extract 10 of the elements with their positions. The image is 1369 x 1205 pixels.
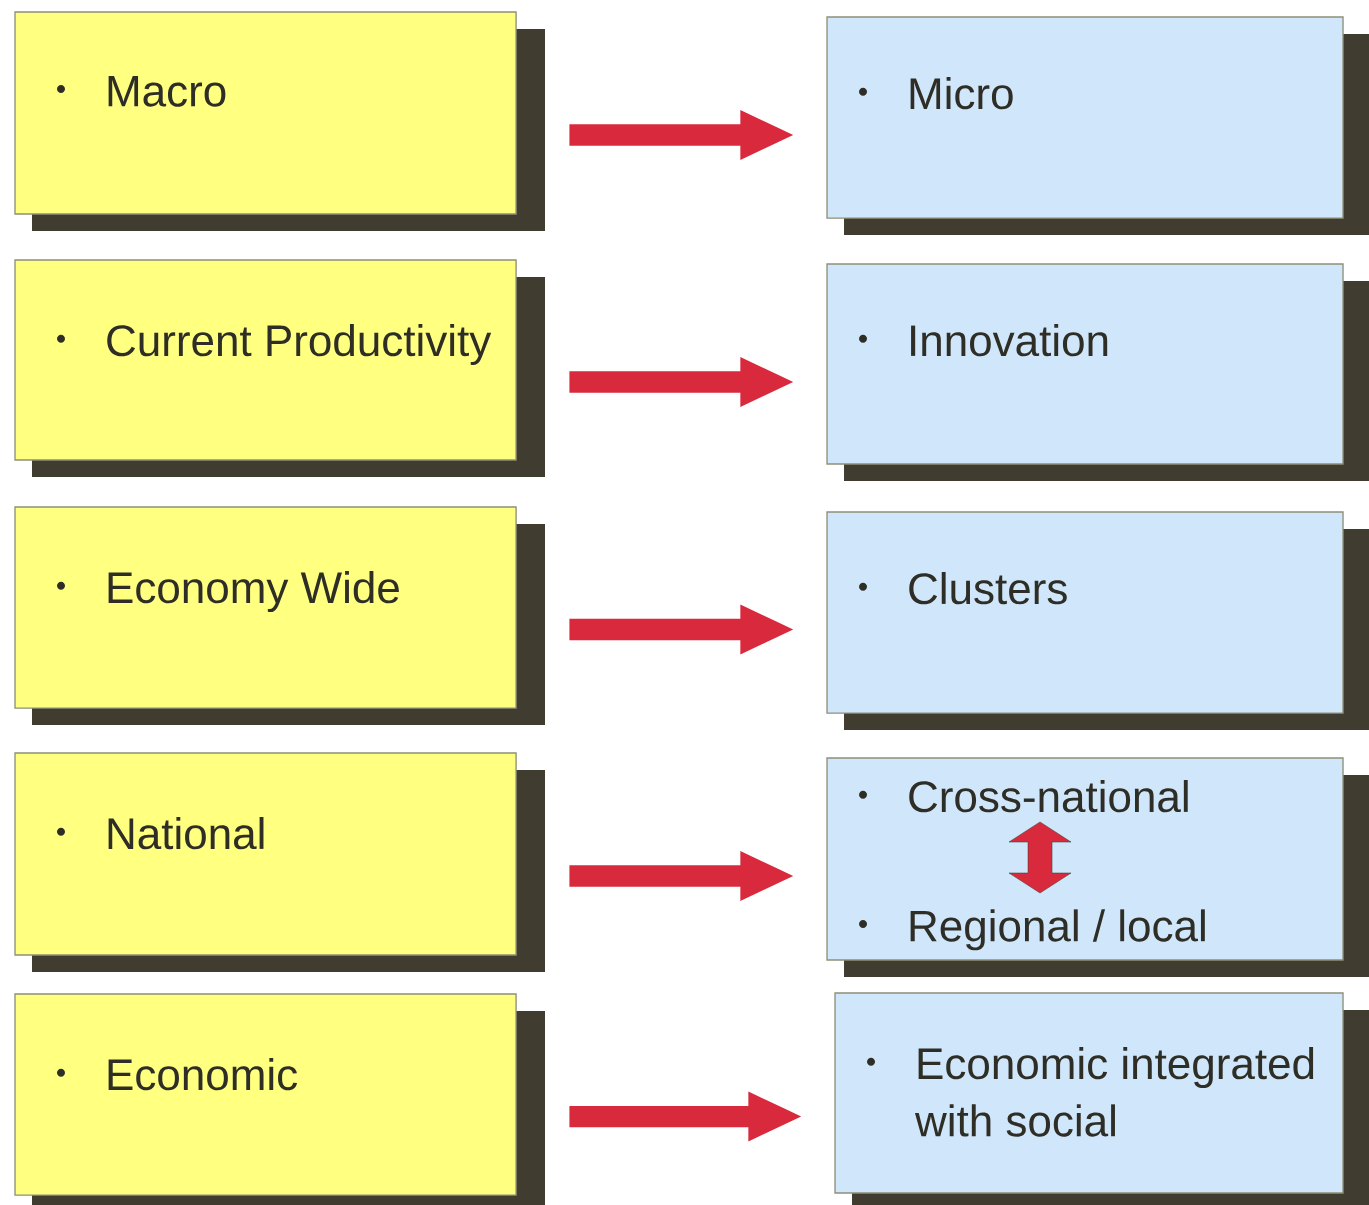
shadowed-box: Clusters <box>826 511 1369 730</box>
shadowed-box: Cross-national Regional / local <box>826 757 1369 977</box>
shadowed-box: Micro <box>826 16 1369 235</box>
shadowed-box: Current Productivity <box>14 259 545 477</box>
shadowed-box: Economic <box>14 993 545 1205</box>
shadowed-box: Economic integrated with social <box>834 992 1369 1205</box>
shadowed-box: Economy Wide <box>14 506 545 725</box>
shadowed-box: Innovation <box>826 263 1369 481</box>
shadowed-box: National <box>14 752 545 972</box>
shadowed-box: Macro <box>14 11 545 231</box>
